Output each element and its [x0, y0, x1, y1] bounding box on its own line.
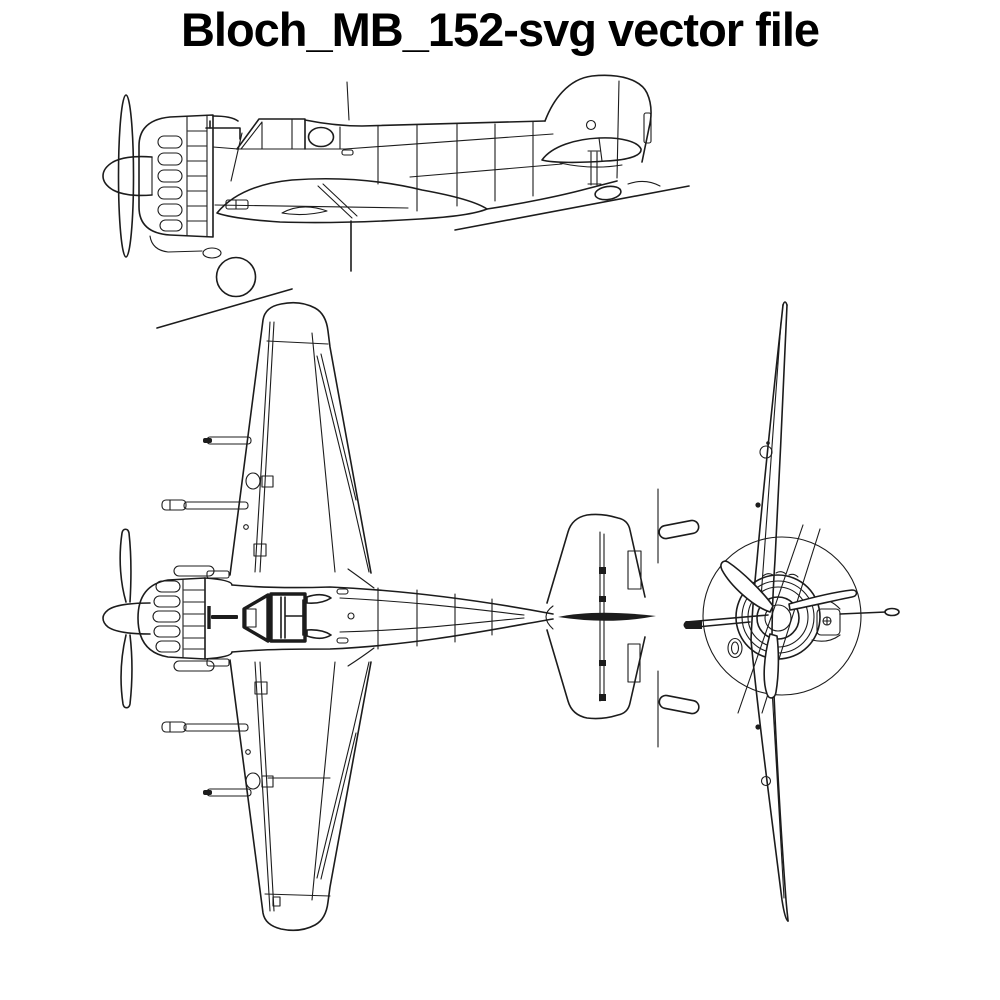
plan-right-wing — [162, 660, 371, 930]
plan-fin-top — [558, 612, 656, 621]
right-wing-guns — [162, 722, 251, 796]
plan-fuselage — [232, 569, 553, 666]
aft-glazing-left — [307, 595, 331, 603]
plan-view-drawing — [103, 303, 656, 931]
front-fin-line — [683, 615, 769, 629]
elevator-trim-tab — [628, 551, 641, 589]
side-propeller — [103, 95, 152, 257]
antenna-mast — [347, 82, 349, 120]
side-wing — [215, 179, 487, 271]
side-cowl-gun — [206, 121, 242, 181]
side-engine-cowling — [139, 115, 221, 258]
cowling-gills — [188, 131, 207, 221]
side-canopy — [237, 119, 334, 149]
front-exhaust — [728, 639, 742, 658]
plan-engine-cowling — [138, 566, 232, 671]
front-tailplane — [658, 489, 700, 747]
plan-left-wing — [162, 303, 371, 575]
aft-window — [309, 128, 334, 147]
elevator-trim-tab — [628, 644, 640, 682]
main-wheel — [217, 258, 256, 297]
side-fin-rudder — [545, 75, 651, 178]
plan-cowl-gun — [209, 606, 238, 629]
left-wing-guns — [162, 437, 251, 510]
front-propeller-blades — [721, 561, 857, 698]
aft-glazing-right — [307, 630, 331, 638]
plan-windscreen — [244, 595, 268, 641]
front-tailwheel-line — [840, 609, 899, 616]
cowling-slots — [158, 136, 182, 231]
plan-canopy — [271, 594, 331, 641]
rudder-trim-tab — [644, 113, 651, 143]
front-view-drawing — [658, 302, 899, 921]
page-title: Bloch_MB_152-svg vector file — [180, 3, 820, 56]
side-tail-wheel — [588, 151, 660, 201]
side-view-drawing — [103, 75, 689, 328]
side-fuselage — [213, 82, 617, 211]
side-ground-lines — [157, 186, 689, 328]
front-propeller-disc — [703, 537, 861, 695]
plan-propeller — [103, 529, 150, 708]
plan-tailplane — [547, 514, 656, 718]
